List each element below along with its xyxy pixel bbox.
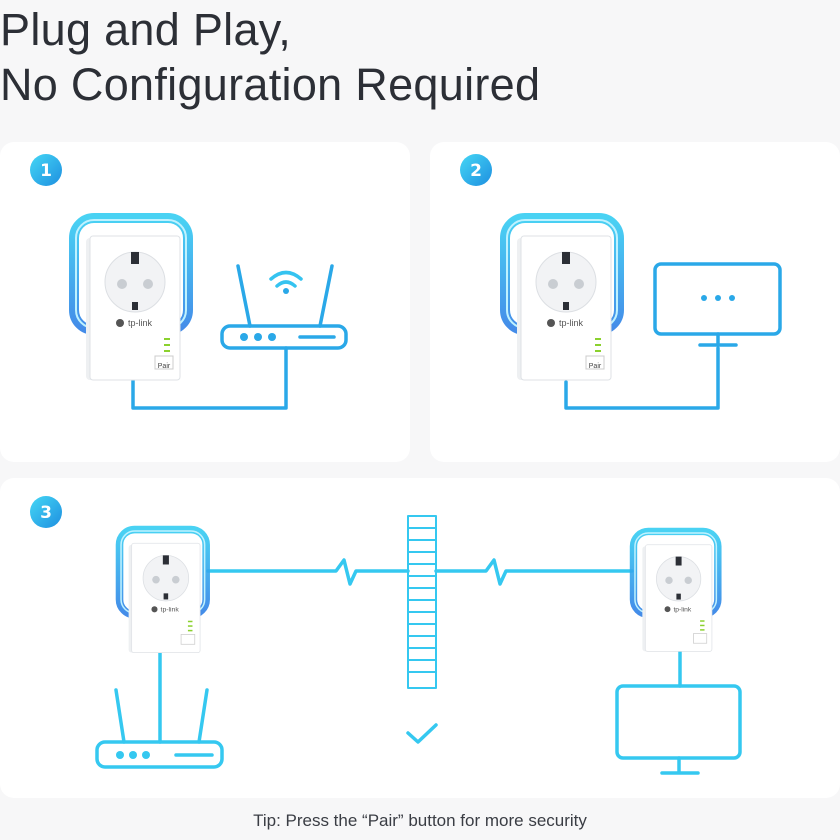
ethernet-cable — [131, 346, 288, 410]
powerline-adapter — [120, 530, 207, 653]
router-icon — [95, 688, 224, 769]
step-badge-1: 1 — [30, 154, 62, 186]
router-icon — [220, 264, 348, 350]
powerline-connection — [206, 558, 634, 586]
step-badge-3: 3 — [30, 496, 62, 528]
pair-button-label: Pair — [589, 363, 602, 370]
step-number: 1 — [40, 161, 52, 181]
wifi-icon — [269, 270, 303, 288]
powerline-adapter — [505, 218, 619, 380]
tip-text: Tip: Press the “Pair” button for more se… — [253, 811, 587, 830]
monitor-icon — [615, 684, 742, 775]
step-number: 2 — [470, 161, 482, 181]
page-title-line-2: No Configuration Required — [0, 59, 541, 110]
check-icon — [406, 723, 438, 744]
powerline-adapter — [633, 531, 717, 651]
wall-icon — [407, 515, 437, 689]
page-title-line-1: Plug and Play, — [0, 4, 292, 55]
step-badge-2: 2 — [460, 154, 492, 186]
pair-button-label: Pair — [158, 363, 171, 370]
powerline-adapter — [74, 218, 188, 380]
monitor-icon — [653, 262, 782, 347]
step-number: 3 — [40, 503, 52, 523]
ethernet-cable — [564, 346, 720, 410]
